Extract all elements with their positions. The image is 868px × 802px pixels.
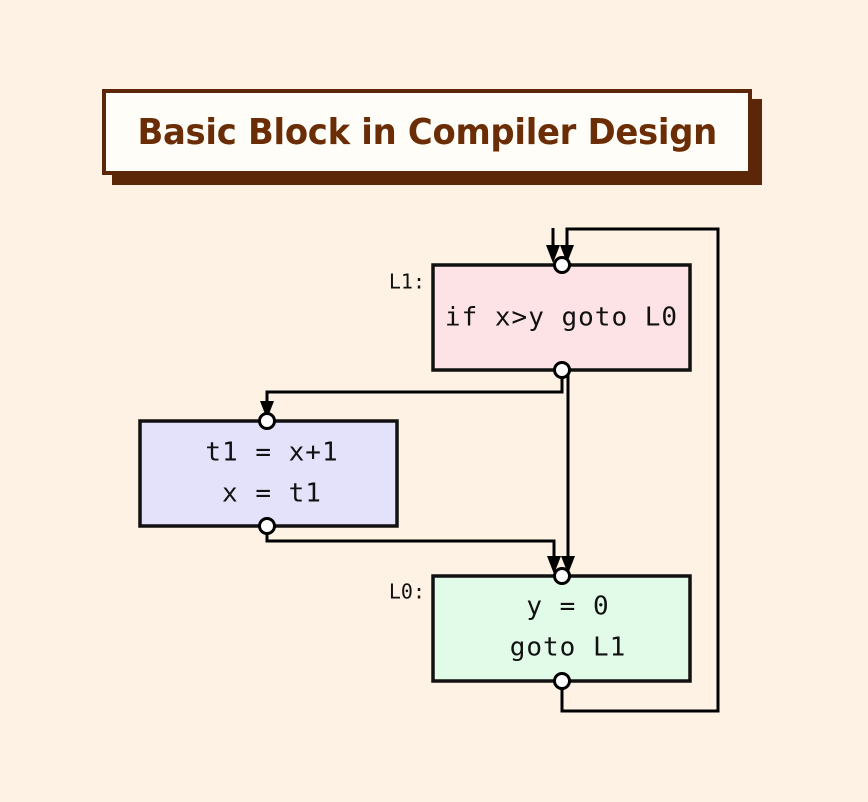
block-L0-line-1: goto L1 bbox=[510, 633, 627, 663]
block-L0[interactable]: y = 0 goto L1 bbox=[431, 567, 692, 690]
block-body[interactable]: t1 = x+1 x = t1 bbox=[138, 412, 399, 535]
title-banner: Basic Block in Compiler Design bbox=[102, 89, 752, 175]
block-L1-label: L1: bbox=[389, 270, 425, 294]
arrow-head-L1-to-L0 bbox=[561, 556, 575, 574]
block-L0-port-bottom[interactable] bbox=[553, 672, 571, 690]
edge-entry-to-L1 bbox=[546, 228, 560, 263]
edge-L1-to-body bbox=[260, 371, 564, 419]
arrow-head-body-to-L0 bbox=[547, 556, 561, 574]
block-body-port-bottom[interactable] bbox=[258, 517, 276, 535]
page-title: Basic Block in Compiler Design bbox=[137, 111, 717, 153]
block-L1[interactable]: if x>y goto L0 bbox=[431, 256, 692, 379]
block-body-line-0: t1 = x+1 bbox=[205, 438, 338, 468]
edge-body-to-L0 bbox=[265, 527, 561, 574]
block-body-line-1: x = t1 bbox=[222, 479, 322, 509]
edge-L1-to-L0 bbox=[561, 371, 575, 574]
block-L1-port-bottom[interactable] bbox=[553, 361, 571, 379]
block-L1-port-top[interactable] bbox=[553, 256, 571, 274]
block-L1-line-0: if x>y goto L0 bbox=[445, 303, 678, 333]
block-body-port-top[interactable] bbox=[258, 412, 276, 430]
arrow-head-L0-to-L1 bbox=[560, 245, 574, 263]
arrow-head-entry bbox=[546, 245, 560, 263]
block-L0-label: L0: bbox=[389, 580, 425, 604]
block-L0-line-0: y = 0 bbox=[526, 592, 609, 622]
block-L0-port-top[interactable] bbox=[553, 567, 571, 585]
arrow-head-L1-to-body bbox=[260, 401, 274, 419]
edge-L0-to-L1 bbox=[560, 227, 720, 713]
